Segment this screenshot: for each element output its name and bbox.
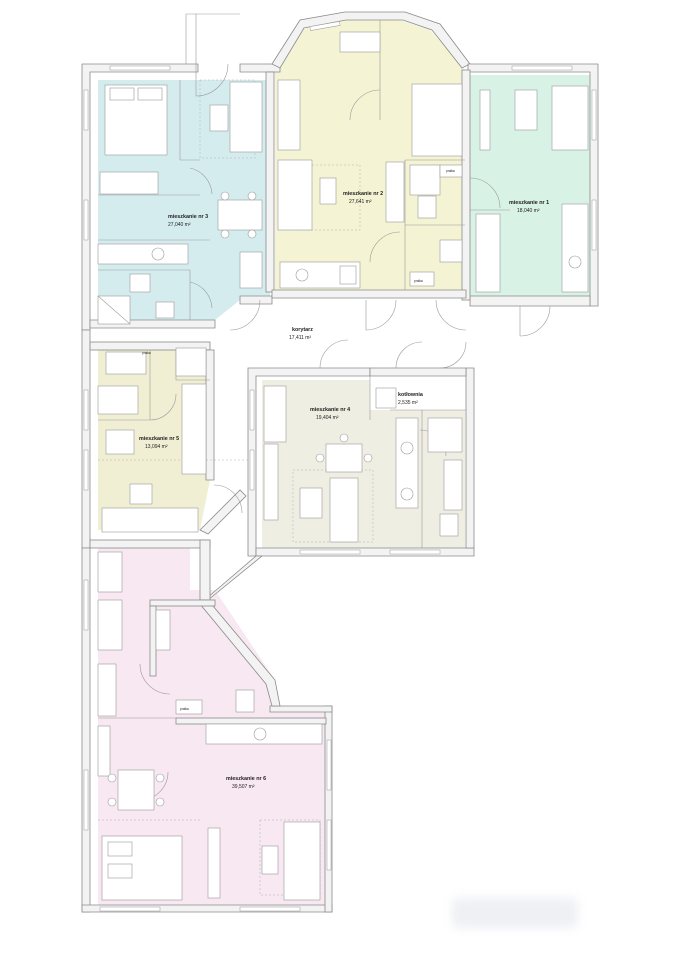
doors bbox=[139, 63, 551, 801]
tag-pralka: pralka bbox=[446, 169, 455, 173]
tag-pralka: pralka bbox=[180, 707, 189, 711]
room-labels: mieszkanie nr 3 27,040 m² mieszkanie nr … bbox=[139, 191, 549, 790]
toilet bbox=[155, 301, 175, 319]
desk bbox=[209, 104, 229, 132]
dining-table bbox=[217, 191, 263, 239]
apartment-1-area: 18,040 m² bbox=[517, 208, 540, 214]
shower bbox=[427, 417, 463, 453]
furniture bbox=[97, 31, 589, 901]
apartment-4-floor bbox=[262, 380, 465, 550]
kitchen-counter bbox=[279, 261, 361, 289]
washbasin bbox=[129, 273, 151, 293]
tv-unit bbox=[99, 171, 159, 195]
shower bbox=[97, 551, 123, 593]
toilet bbox=[439, 513, 459, 537]
dining-table bbox=[105, 429, 135, 455]
fixture-tags: pralka pralka pralka pralka bbox=[142, 169, 455, 711]
coffee-table bbox=[319, 177, 337, 205]
toilet bbox=[235, 689, 255, 713]
wardrobe bbox=[475, 213, 501, 293]
toilet bbox=[417, 195, 437, 219]
sofa bbox=[229, 81, 263, 153]
desk bbox=[339, 31, 381, 53]
sofa bbox=[277, 159, 313, 231]
coffee-table bbox=[299, 487, 323, 519]
wardrobe bbox=[239, 251, 263, 289]
washing-machine bbox=[175, 699, 203, 715]
boiler bbox=[375, 387, 397, 409]
wardrobe bbox=[263, 385, 287, 443]
washing-machine bbox=[409, 271, 435, 287]
desk bbox=[514, 89, 538, 131]
apartment-2-area: 27,641 m² bbox=[349, 199, 372, 205]
coffee-table bbox=[129, 483, 153, 505]
shower bbox=[97, 385, 139, 415]
kitchen-counter bbox=[561, 203, 589, 293]
shower bbox=[175, 347, 207, 377]
tag-pralka: pralka bbox=[142, 351, 151, 355]
apartment-4-name: mieszkanie nr 4 bbox=[310, 407, 350, 413]
apartment-4-area: 19,404 m² bbox=[316, 415, 339, 421]
apartment-6-name: mieszkanie nr 6 bbox=[226, 776, 266, 782]
dining-table bbox=[107, 769, 165, 811]
bed bbox=[101, 835, 183, 901]
boiler-room-name: kotłownia bbox=[398, 392, 424, 398]
tag-pralka: pralka bbox=[414, 279, 423, 283]
washing-machine bbox=[439, 164, 463, 178]
wardrobe bbox=[443, 459, 463, 511]
kitchen-counter bbox=[97, 243, 189, 265]
sofa bbox=[283, 821, 321, 901]
shelf bbox=[207, 827, 221, 899]
boiler-room-area: 2,535 m² bbox=[398, 400, 418, 406]
windows bbox=[83, 21, 597, 912]
corridor-area: 17,411 m² bbox=[289, 335, 311, 341]
apartment-1-name: mieszkanie nr 1 bbox=[509, 200, 549, 206]
apartment-3-name: mieszkanie nr 3 bbox=[168, 214, 208, 220]
apartment-3-area: 27,040 m² bbox=[168, 222, 191, 228]
coffee-table bbox=[261, 845, 279, 875]
apartment-6-area: 39,507 m² bbox=[232, 784, 255, 790]
apartment-5-area: 13,094 m² bbox=[145, 444, 168, 450]
shower bbox=[439, 239, 463, 263]
bathtub bbox=[97, 663, 117, 717]
kitchen-counter bbox=[205, 723, 323, 745]
shelf bbox=[97, 725, 111, 777]
washbasin bbox=[155, 609, 171, 651]
wardrobe bbox=[277, 79, 301, 151]
shower bbox=[97, 599, 123, 651]
sofa bbox=[101, 507, 199, 533]
sofa bbox=[551, 85, 589, 151]
apartment-2-name: mieszkanie nr 2 bbox=[343, 191, 383, 197]
kitchen-counter bbox=[181, 383, 207, 475]
kitchen-counter bbox=[395, 417, 419, 509]
bed bbox=[104, 84, 168, 156]
walls bbox=[81, 11, 599, 913]
blurred-watermark bbox=[452, 898, 578, 928]
dining-table bbox=[315, 433, 373, 473]
bed bbox=[411, 83, 463, 157]
shelf bbox=[263, 443, 279, 521]
corridor-name: korytarz bbox=[292, 327, 313, 333]
sofa bbox=[329, 477, 359, 543]
apartment-5-name: mieszkanie nr 5 bbox=[139, 436, 179, 442]
toilet bbox=[105, 351, 147, 375]
shelf bbox=[479, 89, 491, 151]
shower bbox=[409, 164, 441, 196]
wardrobe bbox=[385, 161, 405, 223]
shower bbox=[97, 295, 131, 325]
